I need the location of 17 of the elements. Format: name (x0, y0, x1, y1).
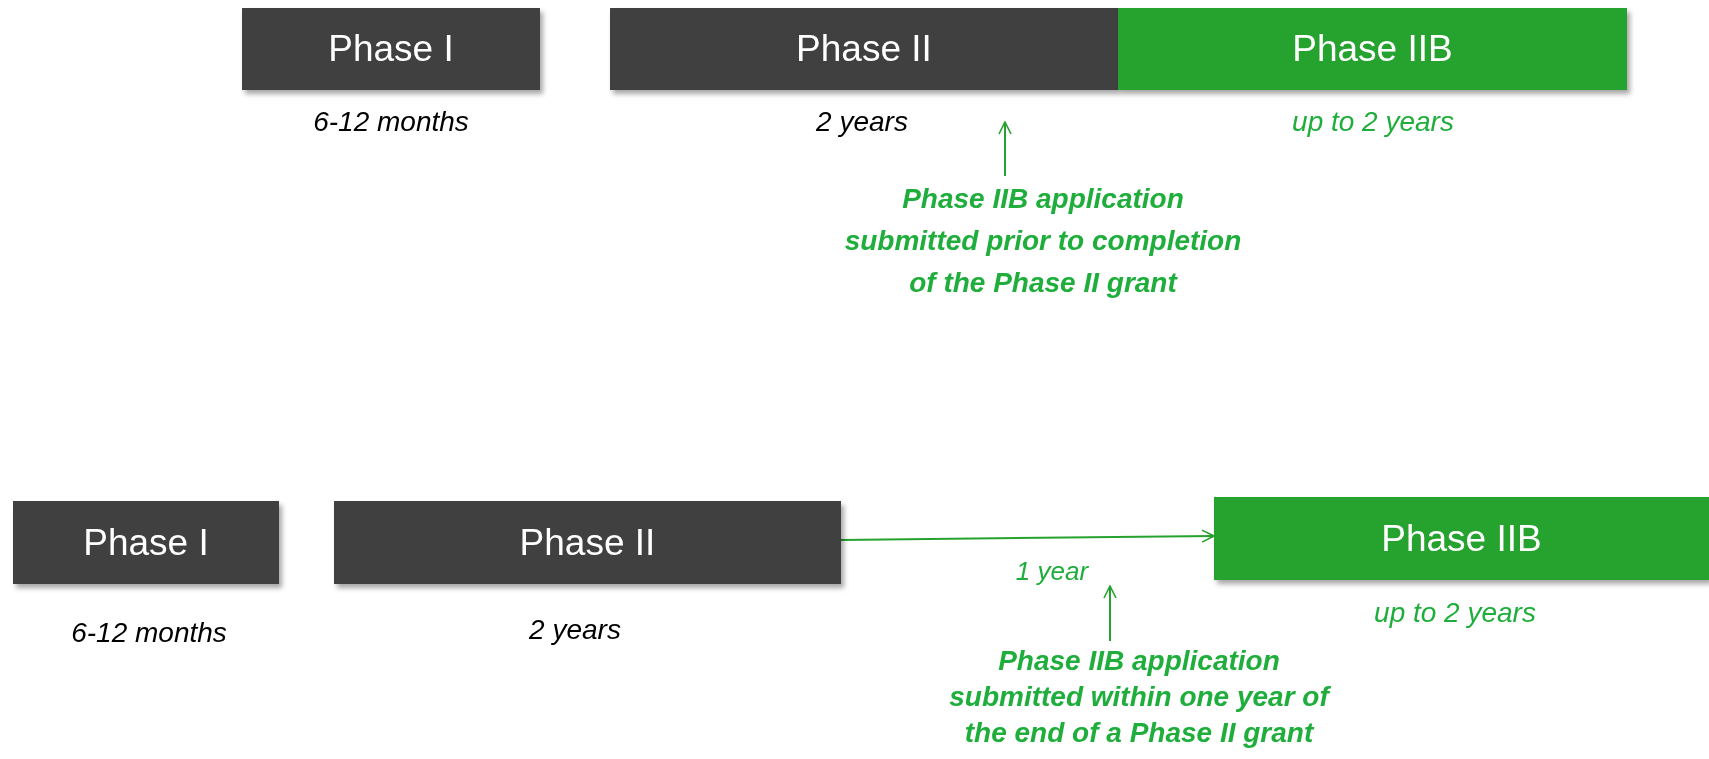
duration-label: up to 2 years (1292, 106, 1454, 138)
duration-label: up to 2 years (1374, 597, 1536, 629)
duration-label: 2 years (816, 106, 908, 138)
phase-bar: Phase I (242, 8, 540, 90)
arrow (840, 529, 1215, 543)
phase-bar: Phase I (13, 501, 279, 584)
phase-bar: Phase IIB (1214, 497, 1709, 580)
note-text: Phase IIB application submitted prior to completion of the Phase II grant (843, 182, 1243, 300)
note-text: Phase IIB application submitted within one year of the end of a Phase II grant (948, 644, 1332, 750)
phase-bar: Phase II (334, 501, 841, 584)
duration-label: 6-12 months (71, 617, 227, 649)
arrow (998, 121, 1012, 177)
duration-label: 2 years (529, 614, 621, 646)
phase-bar: Phase II (610, 8, 1118, 90)
arrow (1103, 585, 1117, 642)
phase-bar: Phase IIB (1118, 8, 1627, 90)
duration-label: 6-12 months (313, 106, 469, 138)
